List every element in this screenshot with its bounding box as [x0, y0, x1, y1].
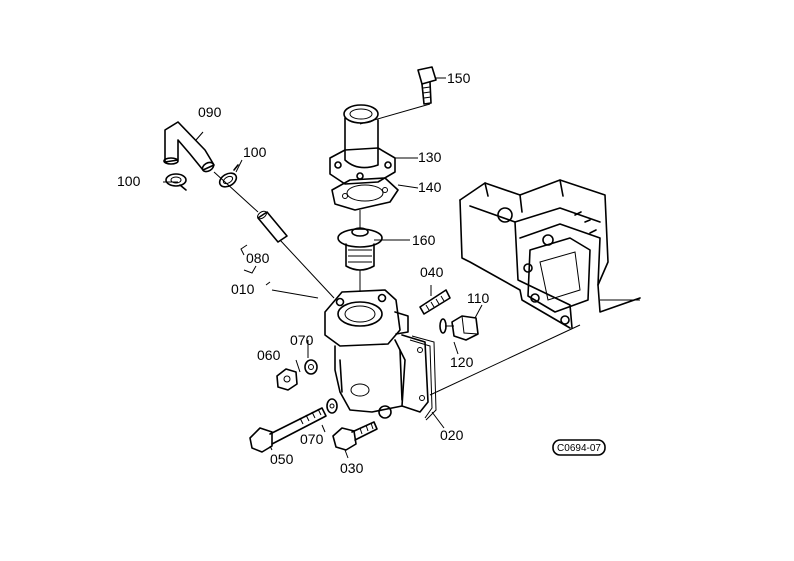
engine-block: [459, 179, 641, 329]
gasket-020: [411, 335, 437, 421]
label-040: 040: [420, 264, 444, 280]
label-100-right: 100: [243, 144, 267, 160]
label-070-lower: 070: [300, 431, 324, 447]
washer-070-upper: [304, 359, 318, 375]
pipe-elbow: [163, 121, 215, 173]
label-120: 120: [450, 354, 474, 370]
label-050: 050: [270, 451, 294, 467]
pipe-080: [257, 210, 288, 243]
bolt-030: [332, 421, 378, 451]
label-070-upper: 070: [290, 332, 314, 348]
bolt-050: [249, 407, 327, 453]
label-010: 010: [231, 281, 255, 297]
gasket: [331, 177, 399, 211]
leader-lines: [163, 77, 581, 459]
label-160: 160: [412, 232, 436, 248]
label-100-left: 100: [117, 173, 141, 189]
plug-110: [445, 315, 479, 341]
label-090: 090: [198, 104, 222, 120]
label-140: 140: [418, 179, 442, 195]
label-130: 130: [418, 149, 442, 165]
figure-code: C0694-07: [552, 439, 606, 456]
bolt-150: [417, 66, 437, 105]
label-110: 110: [467, 290, 490, 306]
part-labels: 010 020 030 040 050 060 070 070 080 090 …: [117, 70, 490, 476]
label-030: 030: [340, 460, 364, 476]
label-020: 020: [440, 427, 464, 443]
thermostat: [337, 227, 383, 271]
label-080: 080: [246, 250, 270, 266]
washer-070-lower: [326, 398, 338, 414]
label-150: 150: [447, 70, 471, 86]
stud-040: [419, 289, 451, 315]
thermostat-housing: [324, 289, 433, 419]
label-060: 060: [257, 347, 281, 363]
thermostat-cover: [329, 104, 396, 185]
figure-code-text: C0694-07: [557, 443, 601, 454]
clamp-right: [218, 164, 239, 188]
nut-060: [276, 368, 298, 391]
clamp-left: [165, 173, 187, 191]
